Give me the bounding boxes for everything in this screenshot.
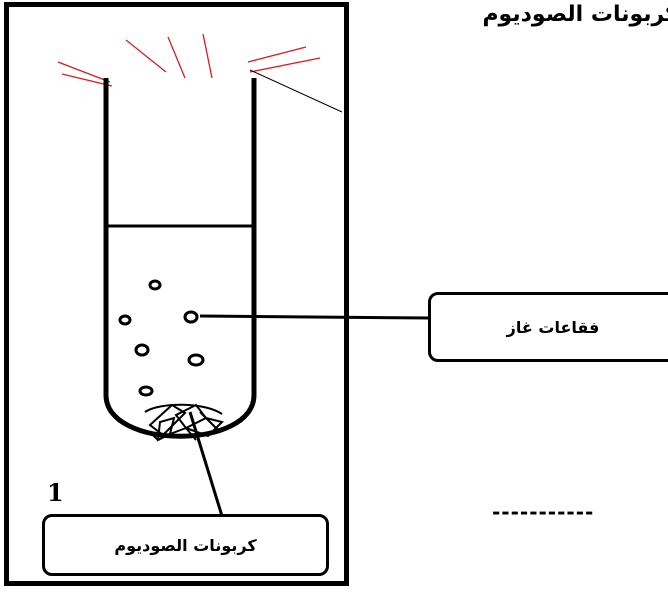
- sodium-carbonate-label-box: كربونات الصوديوم: [42, 514, 329, 576]
- gas-bubbles-label: فقاعات غاز: [506, 317, 600, 337]
- carbonate-pointer-line: [188, 411, 224, 517]
- sodium-carbonate-label: كربونات الصوديوم: [114, 535, 257, 555]
- page-title: كربونات الصوديوم: [482, 2, 668, 27]
- gas-bubbles-label-box: فقاعات غاز: [428, 292, 668, 362]
- gas-bubble-icon: [118, 279, 205, 397]
- diagram-frame: [4, 2, 349, 586]
- gas-pointer-line: [199, 314, 431, 320]
- answer-blank-line[interactable]: -----------: [492, 500, 595, 524]
- leader-line-top: [249, 69, 343, 113]
- spark-icon: [57, 33, 321, 87]
- test-tube-icon: [103, 78, 257, 439]
- sodium-carbonate-solid: [144, 403, 224, 442]
- tube-number: 1: [47, 478, 64, 507]
